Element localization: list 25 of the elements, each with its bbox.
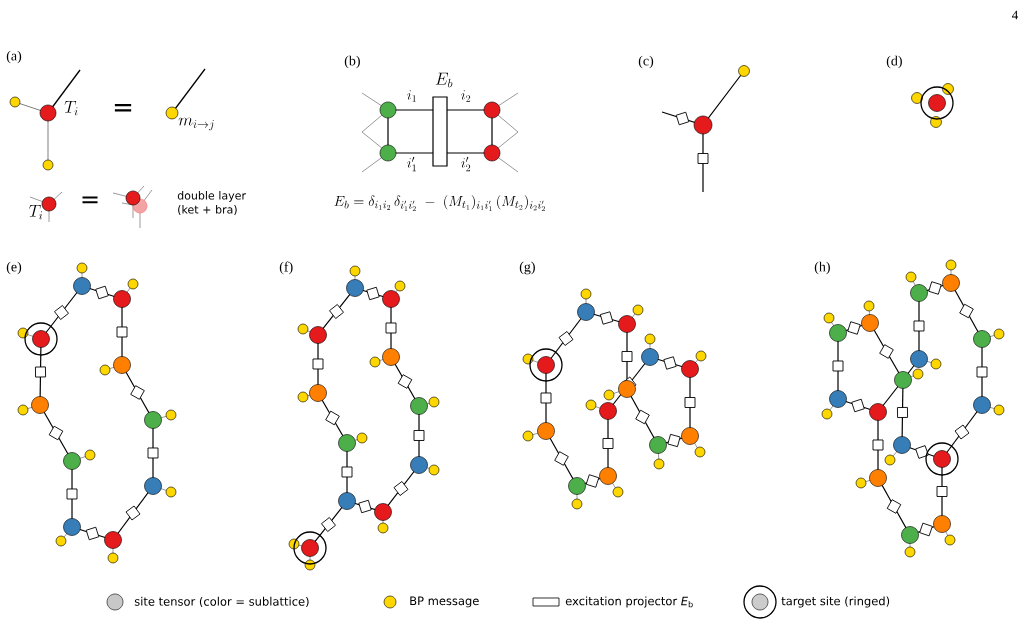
legend-label: BP message bbox=[410, 596, 479, 608]
page-number: 4 bbox=[1012, 10, 1019, 20]
panel-label: (b) bbox=[344, 55, 360, 69]
panel-label: (e) bbox=[6, 261, 22, 275]
equals-sign: = bbox=[82, 196, 98, 204]
panel-label: (g) bbox=[519, 261, 535, 275]
index-label: $i_2$ bbox=[461, 90, 471, 102]
equation: $E_b = \delta_{i_1 i_2}\,\delta_{i'_1 i'_2} \;-\; (M_{t_1})_{i_1 i'_1}\,(M_{t_2})_{i_2 i'_2}$ bbox=[334, 195, 545, 211]
legend-label: excitation projector E$_{b}$ bbox=[565, 596, 693, 608]
panel-label: (h) bbox=[814, 261, 830, 275]
panel-label: (f) bbox=[279, 261, 293, 275]
panel-label: (c) bbox=[638, 55, 654, 69]
index-label: $i'_2$ bbox=[461, 156, 471, 172]
panel-label: (d) bbox=[886, 55, 902, 69]
tensor-label: $T_i$ bbox=[29, 204, 43, 220]
equals-sign: = bbox=[114, 104, 132, 112]
index-label: $i_1$ bbox=[407, 90, 416, 102]
legend-label: target site (ringed) bbox=[781, 596, 890, 608]
projector-label: $E_b$ bbox=[435, 72, 453, 88]
tensor-label: $T_i$ bbox=[64, 100, 78, 116]
legend-label: site tensor (color = sublattice) bbox=[134, 596, 309, 608]
message-label: $m_{i\to j}$ bbox=[178, 117, 214, 131]
annotation: double layer (ket + bra) bbox=[177, 191, 246, 215]
index-label: $i'_1$ bbox=[407, 156, 416, 172]
panel-label: (a) bbox=[6, 50, 22, 64]
